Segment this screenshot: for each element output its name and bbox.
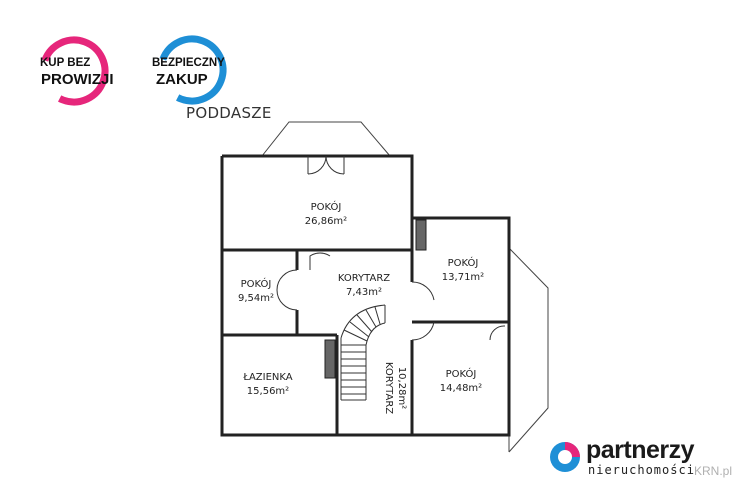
room-area: 9,54m² — [238, 293, 274, 304]
brand-name: partnerzy — [586, 436, 695, 464]
badge-left-line1: KUP BEZ — [40, 57, 90, 69]
bezpieczny-zakup-badge: BEZPIECZNY ZAKUP — [152, 35, 227, 105]
chimney — [324, 339, 336, 379]
room-name: POKÓJ — [241, 277, 272, 290]
badge-right-line1: BEZPIECZNY — [152, 57, 225, 69]
room-area: 26,86m² — [305, 216, 347, 227]
floor-title: PODDASZE — [186, 104, 272, 122]
room-area: 13,71m² — [442, 272, 484, 283]
room-name: ŁAZIENKA — [242, 372, 292, 383]
room-name: POKÓJ — [311, 200, 342, 213]
bay-outline — [508, 247, 549, 453]
kup-bez-prowizji-badge: KUP BEZ PROWIZJI — [39, 36, 114, 106]
partnerzy-logo-icon — [550, 442, 580, 472]
room-name: KORYTARZ — [338, 273, 390, 284]
partnerzy-logo: partnerzy nieruchomości — [548, 436, 738, 482]
room-area: 14,48m² — [440, 383, 482, 394]
room-name: POKÓJ — [448, 256, 479, 269]
room-name: KORYTARZ — [383, 362, 394, 414]
dormer-outline — [261, 121, 391, 157]
room-area: 15,56m² — [247, 386, 289, 397]
brand-sub: nieruchomości — [588, 463, 695, 477]
watermark: KRN.pl — [694, 464, 733, 478]
badge-left-line2: PROWIZJI — [41, 71, 114, 88]
room-area: 7,43m² — [346, 287, 382, 298]
door — [276, 252, 506, 341]
badge-right-line2: ZAKUP — [156, 71, 208, 88]
chimney — [415, 219, 427, 251]
room-name: POKÓJ — [446, 367, 477, 380]
staircase — [340, 304, 386, 401]
room-area: 10,28m² — [396, 367, 407, 409]
outer-wall — [220, 154, 511, 437]
door — [307, 155, 345, 175]
